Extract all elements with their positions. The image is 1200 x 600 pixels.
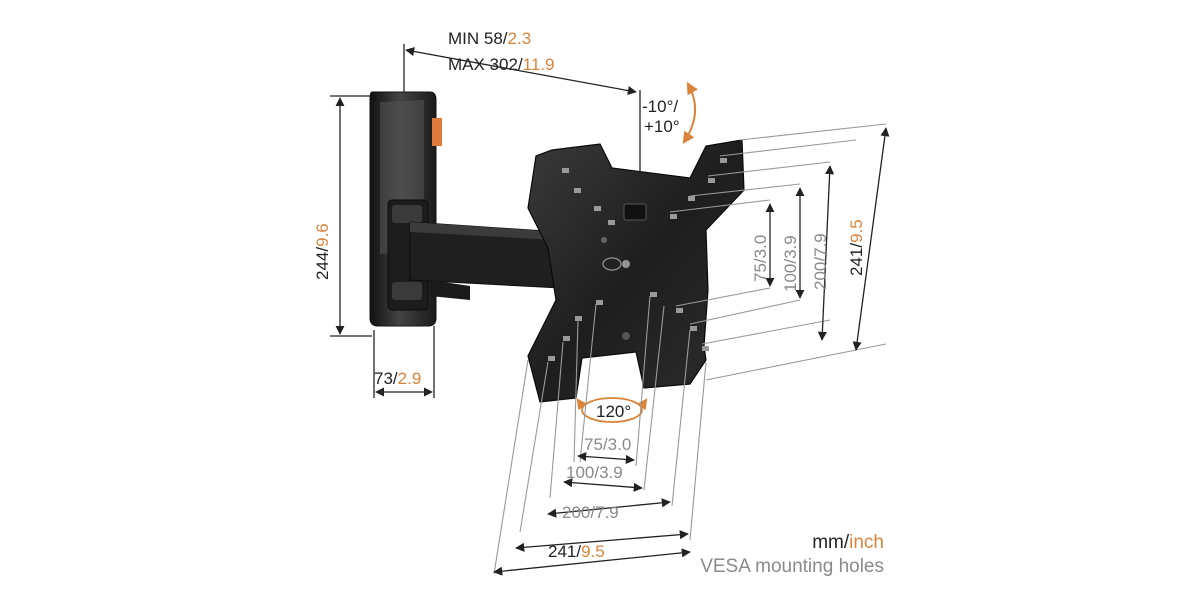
vesa-v2-in: 3.9 xyxy=(781,235,800,259)
mounting-holes xyxy=(548,158,727,361)
depth-max-in: 11.9 xyxy=(523,55,555,74)
vesa-h4-mm: 241 xyxy=(548,542,576,561)
wall-width-dimension: 73/2.9 xyxy=(373,326,435,398)
vesa-horizontal-dimensions: 75/3.0 100/3.9 200/7.9 241/9.5 xyxy=(493,295,707,576)
vesa-vertical-dimensions: 75/3.0 100/3.9 200/7.9 241/9.5 xyxy=(669,123,890,381)
svg-text:MIN 58/2.3: MIN 58/2.3 xyxy=(448,29,531,48)
vesa-v1-mm: 75 xyxy=(751,263,770,282)
depth-min-mm: MIN 58 xyxy=(448,29,503,48)
vesa-v2-mm: 100 xyxy=(781,264,800,292)
depth-dimension: MIN 58/2.3 MAX 302/11.9 xyxy=(403,29,641,178)
wall-height-mm: 244 xyxy=(313,252,332,280)
svg-text:73/2.9: 73/2.9 xyxy=(374,369,421,388)
svg-text:241/9.5: 241/9.5 xyxy=(847,219,866,276)
vesa-h3-in: 7.9 xyxy=(595,503,619,522)
lock-tab xyxy=(432,118,442,146)
vesa-h1-in: 3.0 xyxy=(608,435,632,454)
legend-caption: VESA mounting holes xyxy=(700,556,884,577)
wall-width-mm: 73 xyxy=(374,369,393,388)
svg-text:244/9.6: 244/9.6 xyxy=(313,223,332,280)
vesa-v3-mm: 200 xyxy=(811,262,830,290)
tilt-neg: -10°/ xyxy=(642,97,678,116)
vesa-v4-mm: 241 xyxy=(847,248,866,276)
svg-text:75/3.0: 75/3.0 xyxy=(584,435,631,454)
svg-text:75/3.0: 75/3.0 xyxy=(751,235,770,282)
swivel-indicator: 120° xyxy=(576,397,648,423)
svg-text:100/3.9: 100/3.9 xyxy=(781,235,800,292)
wall-width-in: 2.9 xyxy=(398,369,422,388)
vesa-plate xyxy=(527,139,745,403)
vesa-v1-in: 3.0 xyxy=(751,235,770,259)
vesa-h4-in: 9.5 xyxy=(581,542,605,561)
svg-text:200/7.9: 200/7.9 xyxy=(811,233,830,290)
svg-text:241/9.5: 241/9.5 xyxy=(548,542,605,561)
vesa-h3-mm: 200 xyxy=(562,503,590,522)
vogels-logo xyxy=(602,257,630,271)
vesa-v4-in: 9.5 xyxy=(847,219,866,243)
swivel-angle: 120° xyxy=(596,402,631,421)
svg-text:100/3.9: 100/3.9 xyxy=(566,463,623,482)
legend-unit-mm: mm xyxy=(812,532,844,553)
depth-max-mm: MAX 302 xyxy=(448,55,518,74)
svg-text:200/7.9: 200/7.9 xyxy=(562,503,619,522)
vesa-h2-in: 3.9 xyxy=(599,463,623,482)
legend-unit-in: inch xyxy=(849,532,884,553)
tv-mount-product xyxy=(369,91,745,403)
tilt-indicator: -10°/ +10° xyxy=(642,81,698,144)
wall-height-in: 9.6 xyxy=(313,223,332,247)
vesa-v3-in: 7.9 xyxy=(811,233,830,257)
vesa-h1-mm: 75 xyxy=(584,435,603,454)
tilt-pos: +10° xyxy=(644,117,680,136)
vesa-h2-mm: 100 xyxy=(566,463,594,482)
unit-legend: mm/inch xyxy=(812,532,884,553)
svg-text:MAX 302/11.9: MAX 302/11.9 xyxy=(448,55,555,74)
depth-min-in: 2.3 xyxy=(508,29,532,48)
wall-height-dimension: 244/9.6 xyxy=(313,95,372,337)
